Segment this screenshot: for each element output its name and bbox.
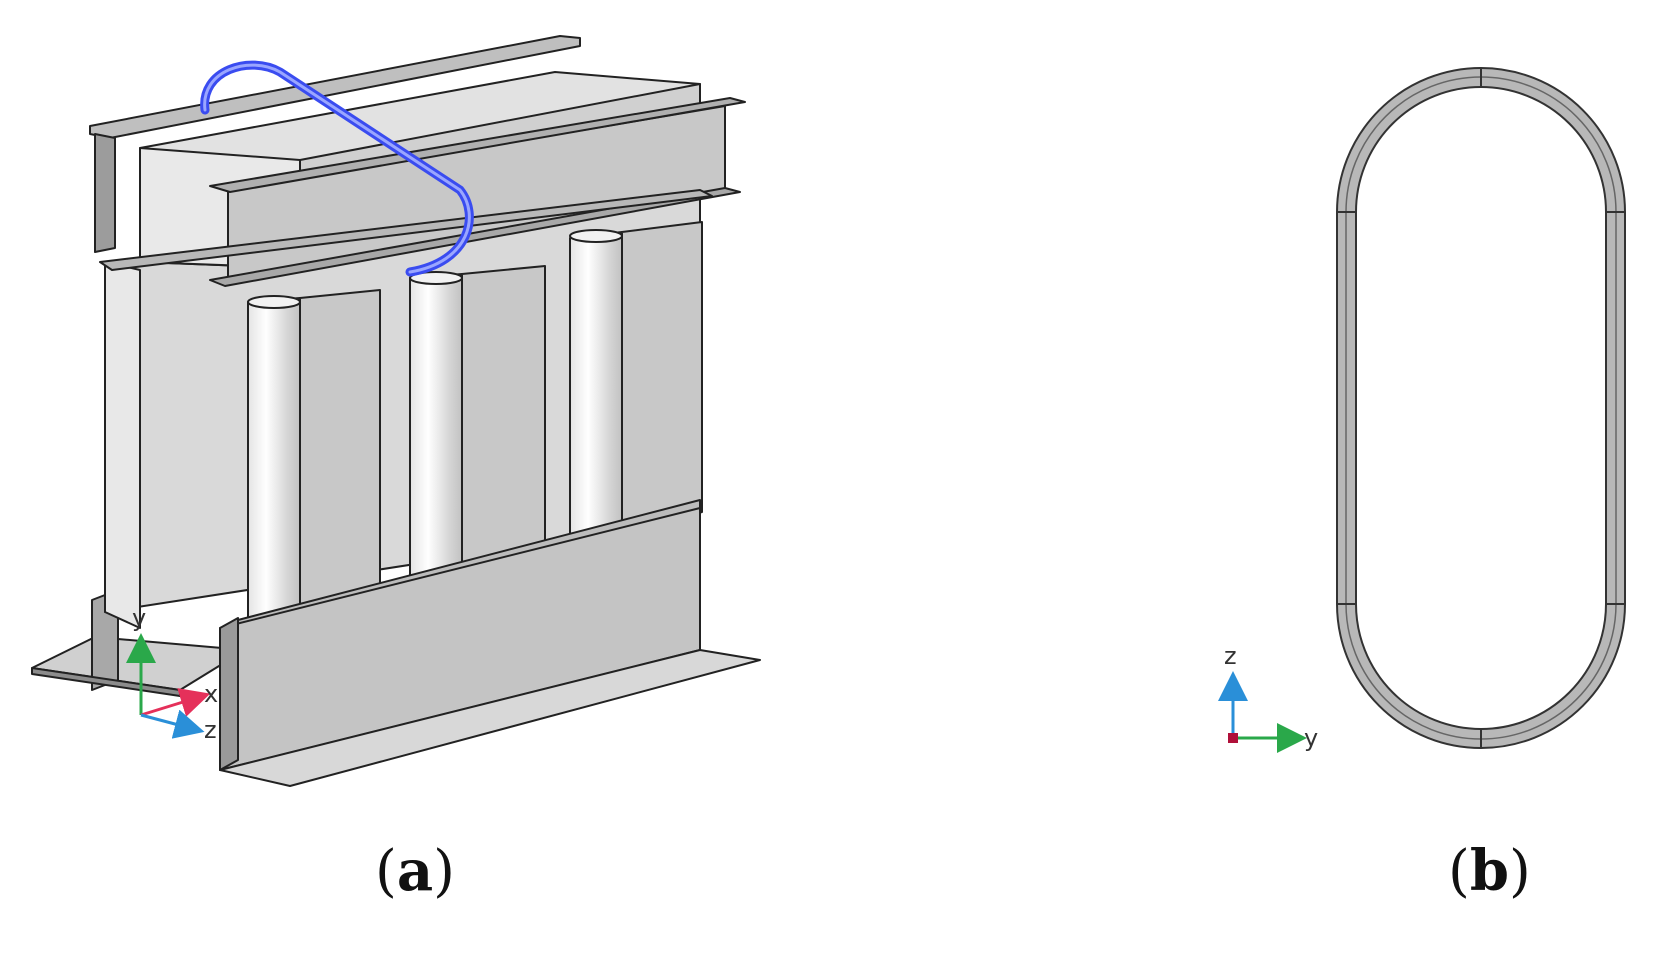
top-back-clamp [89, 35, 581, 253]
limb-right [569, 221, 703, 539]
axis-triad-b: z y [1218, 642, 1318, 753]
coil-cross-section [1336, 67, 1626, 749]
triad-b-origin [1228, 733, 1238, 743]
coil-loop [200, 60, 474, 277]
caption-a: (a) [375, 838, 456, 904]
bottom-front-clamp [219, 499, 761, 787]
triad-b-z-label: z [1224, 642, 1237, 670]
coil-inner-ring [1355, 86, 1607, 730]
triad-b-y-label: y [1304, 724, 1318, 752]
limb-middle [409, 265, 546, 586]
triad-a-z-label: z [204, 716, 217, 744]
limb-left [247, 289, 381, 623]
triad-a-x-label: x [204, 680, 218, 708]
top-front-clamp [99, 97, 746, 287]
triad-a-z-axis [140, 709, 205, 739]
caption-b: (b) [1448, 838, 1531, 904]
triad-a-y-label: y [132, 604, 146, 632]
triad-a-x-axis [140, 688, 211, 717]
transformer-3d-view [31, 35, 761, 787]
coil-segment-lines [1337, 68, 1625, 748]
axis-triad-a: y x z [126, 604, 218, 744]
